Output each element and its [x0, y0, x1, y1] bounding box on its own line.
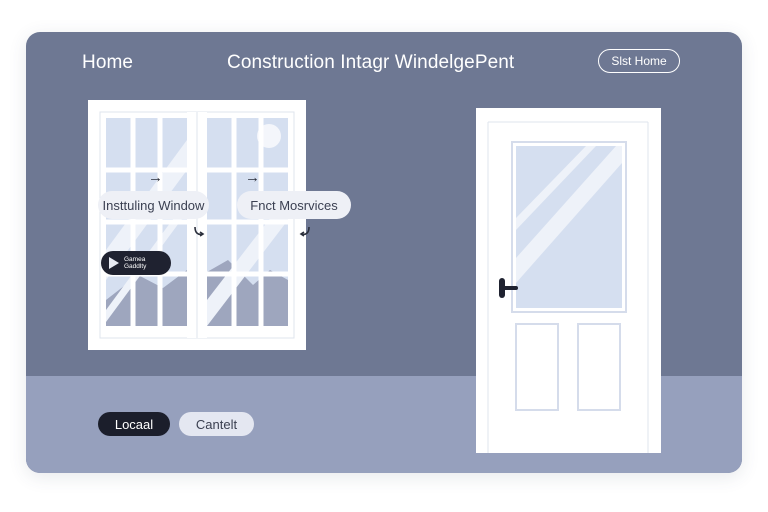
- door-handle-icon[interactable]: [499, 278, 518, 298]
- badge-line-1: Gamea: [124, 256, 146, 263]
- curved-arrow-icon: [299, 226, 310, 237]
- badge-line-2: Gaddlty: [124, 263, 147, 270]
- local-button[interactable]: Locaal: [98, 412, 170, 436]
- home-link[interactable]: Home: [82, 52, 134, 73]
- cancel-button[interactable]: Cantelt: [179, 412, 254, 436]
- arrow-right-icon: →: [148, 169, 163, 186]
- installing-window-label[interactable]: Insttuling Window: [98, 191, 209, 219]
- play-icon: [109, 257, 119, 269]
- app-window: Home Construction Intagr WindelgePent Sl…: [26, 32, 742, 473]
- page-title: Construction Intagr WindelgePent: [227, 52, 515, 73]
- store-badge[interactable]: Gamea Gaddlty: [101, 251, 171, 275]
- start-home-button[interactable]: Slst Home: [598, 49, 680, 73]
- door-illustration: [476, 108, 661, 453]
- curved-arrow-icon: [194, 226, 205, 237]
- arrow-right-icon: →: [245, 169, 260, 186]
- services-label[interactable]: Fnct Mosrvices: [237, 191, 351, 219]
